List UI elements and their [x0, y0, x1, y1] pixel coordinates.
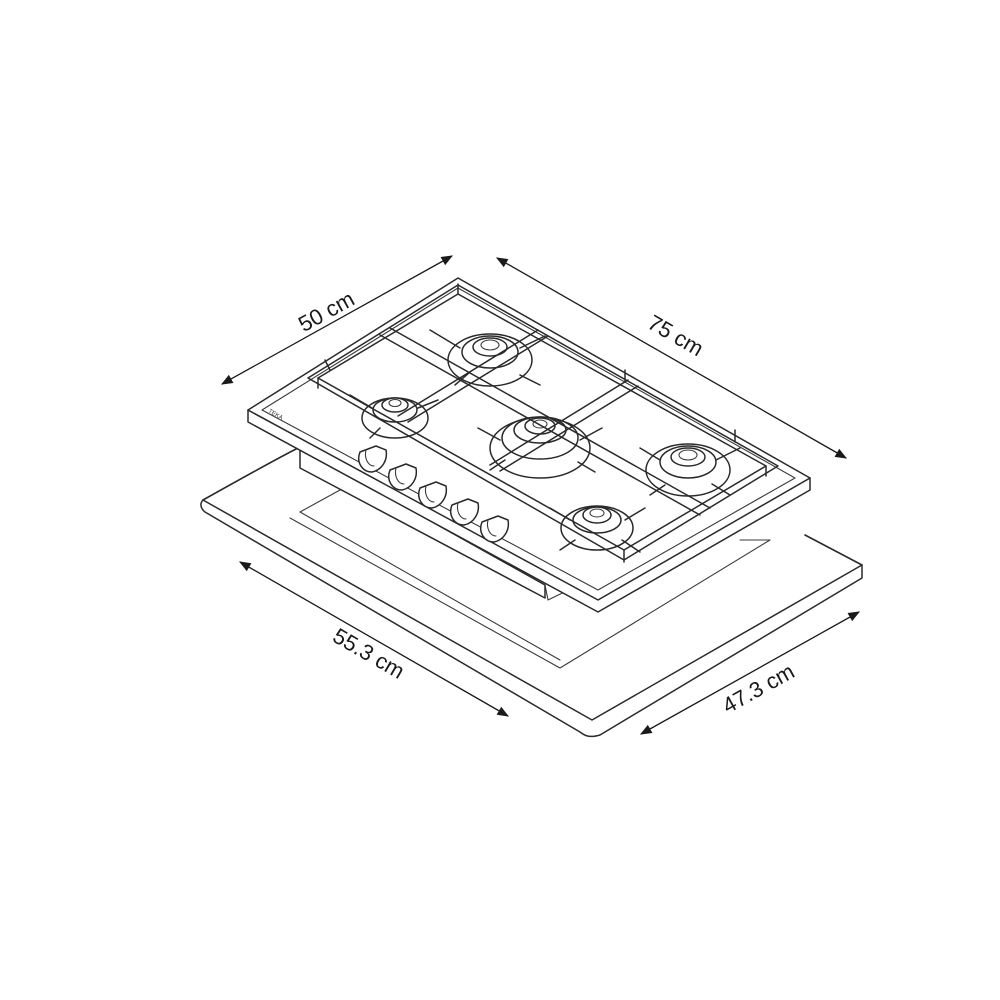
control-knobs [358, 445, 510, 543]
dimension-lines [220, 255, 861, 735]
knob-4 [450, 498, 480, 526]
countertop [200, 446, 863, 738]
burner-front-right [560, 505, 634, 551]
knob-2 [388, 463, 418, 491]
dimension-arrow-width [495, 257, 848, 459]
label-cutout-width: 55.3 cm [329, 623, 409, 684]
dimension-arrow-depth [220, 255, 454, 385]
label-top-depth: 50 cm [294, 286, 359, 337]
label-cutout-depth: 47.3 cm [718, 659, 799, 719]
knob-5 [480, 515, 510, 543]
dimension-arrow-cutout-depth [639, 611, 861, 735]
knob-3 [418, 481, 448, 509]
label-top-width: 75 cm [644, 310, 708, 362]
dimension-arrow-cutout-width [238, 561, 510, 717]
burner-rear-right [645, 443, 731, 497]
burner-center-wok [489, 416, 591, 479]
knob-1 [358, 445, 388, 473]
